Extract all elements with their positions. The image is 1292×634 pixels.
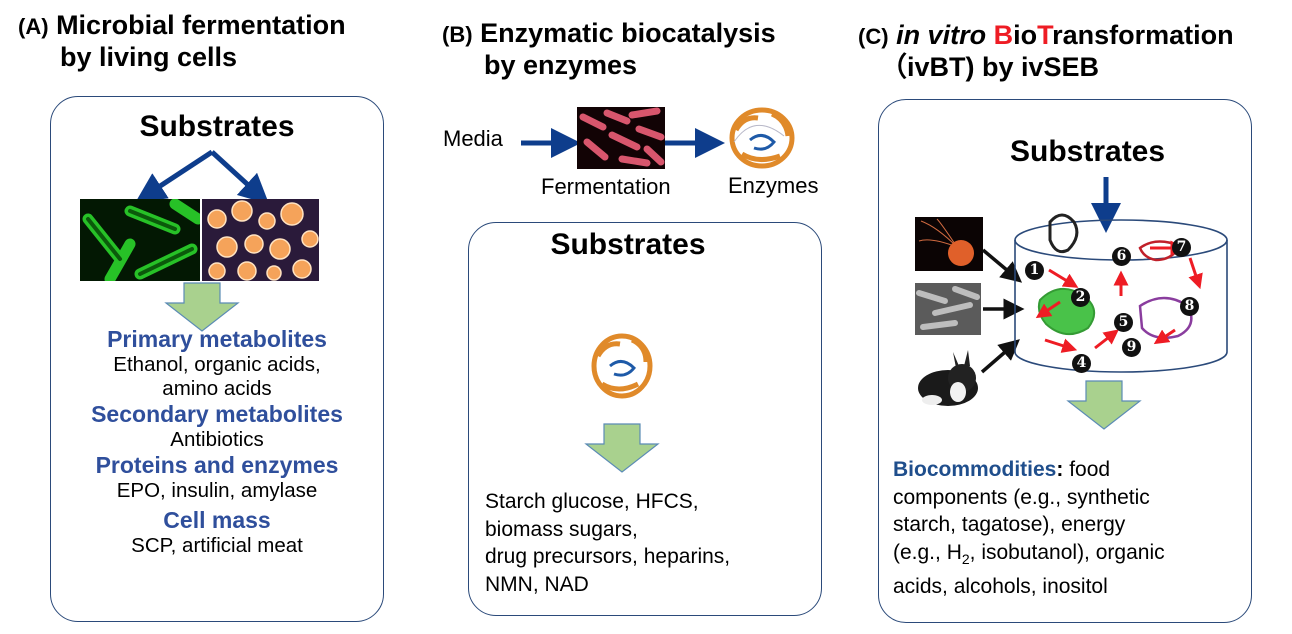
arrow-right <box>210 150 270 205</box>
category-primary-metabolites: Primary metabolites <box>107 326 327 352</box>
enzyme-badge-8: 8 <box>1180 297 1199 316</box>
panel-b-title-line1: Enzymatic biocatalysis <box>480 18 776 48</box>
enzyme-badge-4: 4 <box>1072 354 1091 373</box>
panel-b-substrates: Substrates <box>550 228 706 261</box>
panel-c-products: Biocommodities: food components (e.g., s… <box>893 456 1165 601</box>
product-line-4: NMN, NAD <box>485 572 589 596</box>
arrow-left <box>135 149 214 203</box>
enzyme-5-structure <box>1138 296 1193 339</box>
orange-yeast-image <box>202 199 319 281</box>
enzyme-badge-2: 2 <box>1071 288 1090 307</box>
algae-arrow <box>981 248 1023 283</box>
biocommodities-label: Biocommodities <box>893 458 1057 481</box>
panel-a-title-line1: Microbial fermentation <box>56 10 346 40</box>
enzyme-badge-5: 5 <box>1114 313 1133 332</box>
enzyme-1-structure <box>1048 213 1079 254</box>
panel-a-output-arrow <box>164 282 240 332</box>
panel-c-title-t: T <box>1037 20 1053 50</box>
panel-b-title: (B) Enzymatic biocatalysis by enzymes <box>442 18 776 81</box>
category-cell-mass: Cell mass <box>163 507 271 533</box>
enzyme-badge-7: 7 <box>1172 238 1191 257</box>
rabbit-arrow <box>980 339 1020 374</box>
enzyme-6-structure <box>1138 240 1182 262</box>
products-line-1: Biocommodities: food <box>893 458 1111 481</box>
panel-c-output-arrow <box>1066 380 1142 430</box>
panel-c-title-rest: ransformation <box>1052 20 1234 50</box>
panel-c-label: (C) <box>858 24 889 49</box>
panel-b-title-line2: by enzymes <box>484 50 638 80</box>
primary-examples-line2: amino acids <box>162 377 272 400</box>
product-line-2: biomass sugars, <box>485 517 638 541</box>
green-bacteria-image <box>80 199 200 281</box>
cell-mass-examples: SCP, artificial meat <box>131 534 303 557</box>
panel-a-outputs: Primary metabolites Ethanol, organic aci… <box>50 326 384 558</box>
product-line-1: Starch glucose, HFCS, <box>485 490 699 513</box>
panel-b-label: (B) <box>442 22 473 47</box>
panel-c-box <box>878 99 1252 623</box>
media-label: Media <box>443 126 503 151</box>
panel-b-products: Starch glucose, HFCS, biomass sugars, dr… <box>485 488 730 598</box>
panel-a-title: (A) Microbial fermentation by living cel… <box>18 10 346 73</box>
panel-a-substrates: Substrates <box>139 110 295 143</box>
panel-b-output-arrow <box>584 423 660 473</box>
enzymes-label: Enzymes <box>728 173 819 198</box>
panel-c-title-io: io <box>1013 20 1038 50</box>
secondary-examples: Antibiotics <box>170 428 264 451</box>
enzyme-structure-icon <box>729 107 795 169</box>
panel-b-box <box>468 222 822 616</box>
panel-a-box <box>50 96 384 622</box>
category-secondary-metabolites: Secondary metabolites <box>91 401 343 427</box>
fermentation-bacteria-image <box>577 107 665 169</box>
enzyme-badge-1: 1 <box>1025 261 1044 280</box>
products-line-4: (e.g., H2, isobutanol), organic <box>893 540 1165 567</box>
sem-bacteria-image <box>915 283 981 335</box>
panel-c-title-italic: in vitro <box>896 20 987 50</box>
products-line-2: components (e.g., synthetic <box>893 485 1150 509</box>
panel-c-title: (C) in vitro BioTransformation （ivBT) by… <box>858 20 1234 83</box>
panel-a-title-line2: by living cells <box>60 42 238 72</box>
category-proteins-enzymes: Proteins and enzymes <box>95 452 339 478</box>
proteins-examples: EPO, insulin, amylase <box>116 479 318 502</box>
fermentation-label: Fermentation <box>541 174 671 199</box>
panel-b-enzyme-icon <box>591 333 653 399</box>
products-line-3: starch, tagatose), energy <box>893 513 1126 536</box>
primary-examples-line1: Ethanol, organic acids, <box>113 353 321 376</box>
panel-a-label: (A) <box>18 14 49 39</box>
rabbit-image <box>918 350 978 406</box>
algae-cell-image <box>915 217 983 271</box>
panel-c-title-line2: （ivBT) by ivSEB <box>880 52 1100 82</box>
panel-c-substrates: Substrates <box>1010 135 1166 168</box>
panel-c-title-b: B <box>993 20 1014 50</box>
products-line-5: acids, alcohols, inositol <box>893 575 1108 599</box>
enzyme-badge-9: 9 <box>1122 338 1141 357</box>
enzyme-badge-6: 6 <box>1112 247 1131 266</box>
product-line-3: drug precursors, heparins, <box>485 545 731 568</box>
